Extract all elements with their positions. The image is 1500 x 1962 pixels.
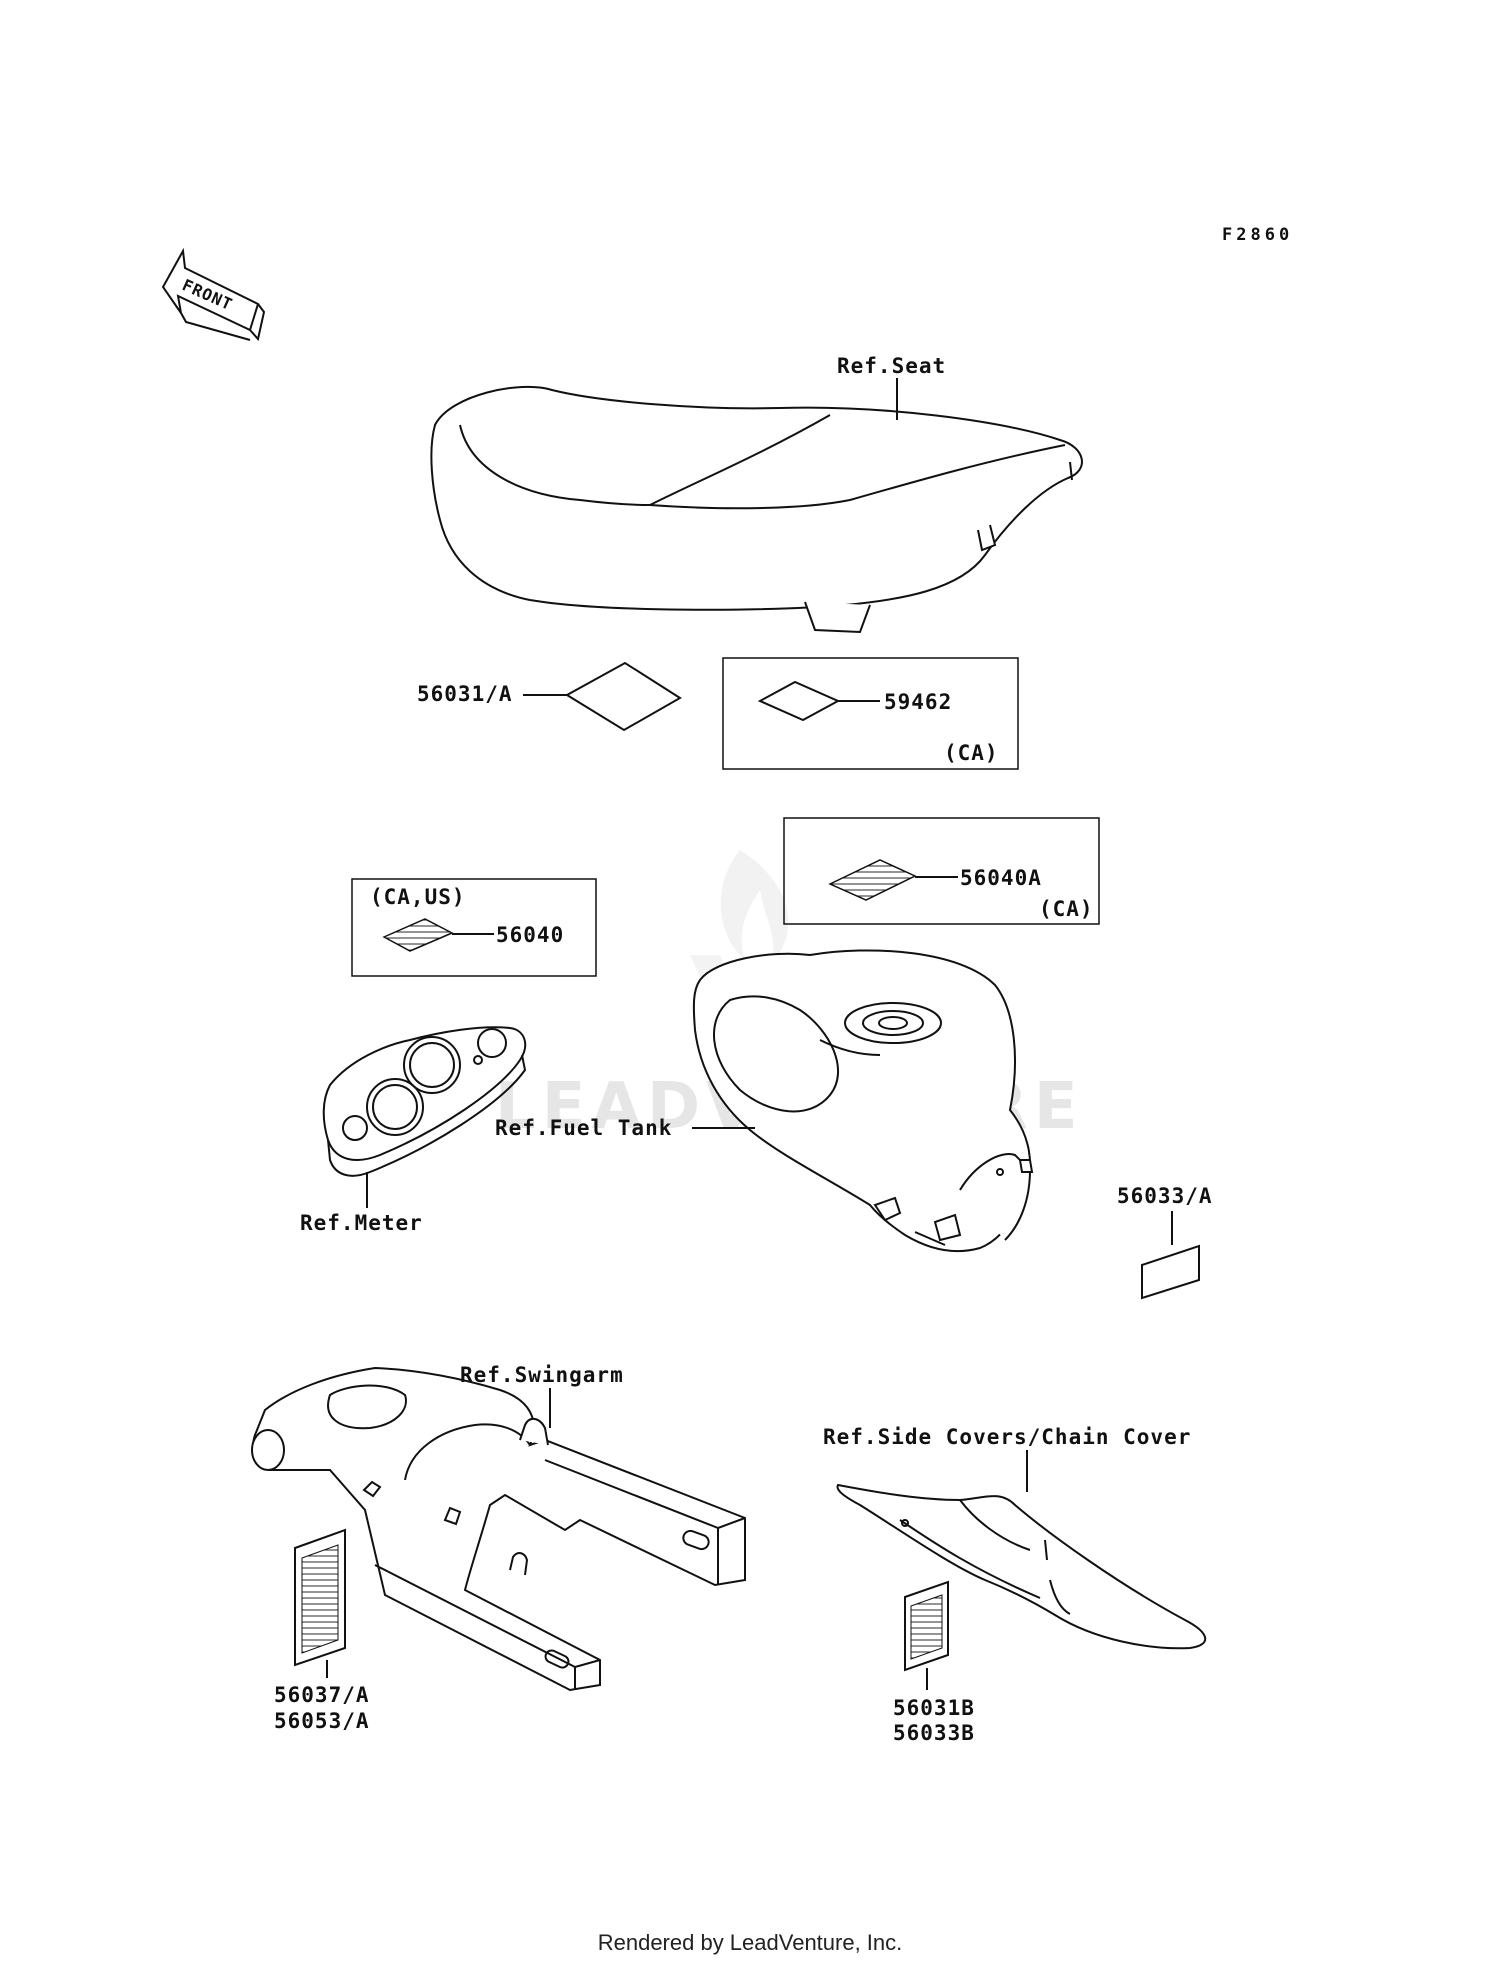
part-56033a-label: 56033/A xyxy=(1117,1184,1213,1208)
front-arrow-icon: FRONT xyxy=(161,247,266,342)
part-56040a-decal xyxy=(828,859,917,901)
part-56040a-region: (CA) xyxy=(1039,897,1094,921)
part-56040-region: (CA,US) xyxy=(370,885,466,909)
ref-seat-label: Ref.Seat xyxy=(837,354,946,378)
footer-credit: Rendered by LeadVenture, Inc. xyxy=(598,1930,903,1955)
part-56040-label: 56040 xyxy=(496,923,564,947)
ref-swingarm-label: Ref.Swingarm xyxy=(460,1363,624,1387)
fuel-tank-illustration xyxy=(692,949,1034,1253)
part-56031a-decal xyxy=(565,661,682,732)
part-56040-box xyxy=(351,878,597,977)
side-cover-illustration xyxy=(836,1483,1207,1650)
part-59462-box xyxy=(722,657,1019,770)
part-56037a-decal-inner xyxy=(301,1544,339,1654)
part-56053a-label: 56053/A xyxy=(274,1709,370,1733)
part-56031b-label: 56031B xyxy=(893,1696,975,1720)
part-56031b-decal-inner xyxy=(910,1594,943,1660)
part-56037a-label: 56037/A xyxy=(274,1683,370,1707)
ref-side-covers-label: Ref.Side Covers/Chain Cover xyxy=(823,1425,1191,1449)
part-56040a-label: 56040A xyxy=(960,866,1042,890)
ref-fuel-tank-label: Ref.Fuel Tank xyxy=(495,1116,672,1140)
meter-illustration xyxy=(322,1026,527,1177)
part-56031a-label: 56031/A xyxy=(417,682,513,706)
part-56040-decal xyxy=(382,918,454,952)
seat-illustration xyxy=(430,386,1083,634)
diagram-code: F2860 xyxy=(1222,225,1293,245)
part-59462-label: 59462 xyxy=(884,690,952,714)
ref-meter-label: Ref.Meter xyxy=(300,1211,423,1235)
part-56040a-box xyxy=(783,817,1100,925)
part-59462-region: (CA) xyxy=(944,741,999,765)
part-56033a-decal xyxy=(1141,1244,1200,1300)
part-59462-decal xyxy=(757,680,841,722)
swingarm-illustration xyxy=(251,1366,746,1692)
part-56033b-label: 56033B xyxy=(893,1721,975,1745)
